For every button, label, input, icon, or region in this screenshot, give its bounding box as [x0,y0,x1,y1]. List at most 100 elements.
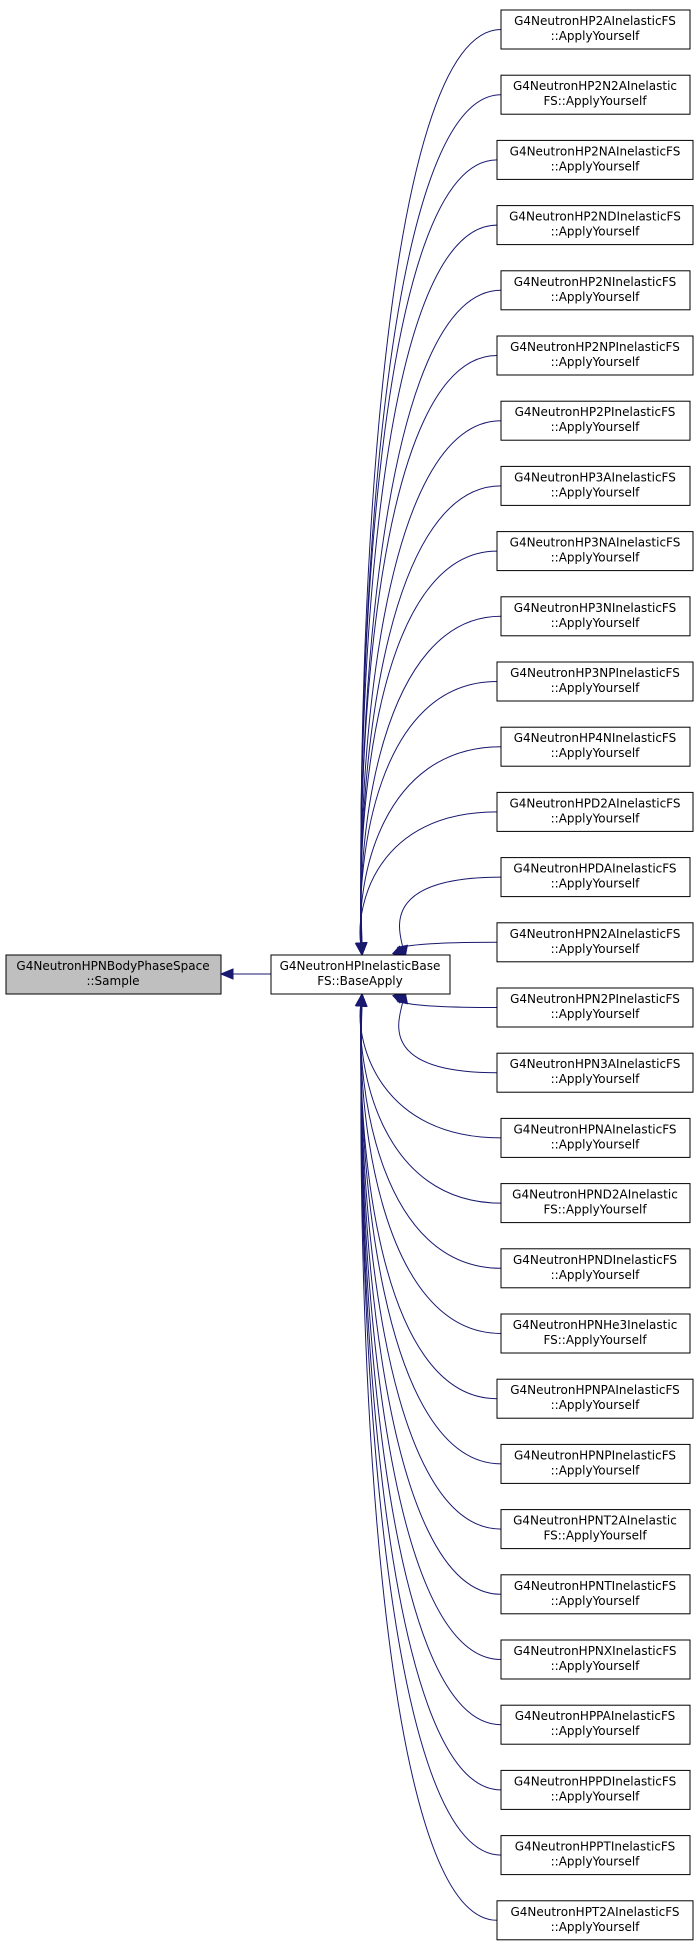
caller-node-g4neutronhpndinelasticfs[interactable]: G4NeutronHPNDInelasticFS::ApplyYourself [500,1248,691,1289]
caller-node-line1: G4NeutronHP2AInelasticFS [514,14,676,28]
node-root-line1: G4NeutronHPNBodyPhaseSpace [16,959,209,973]
node-root-line2: ::Sample [86,974,139,988]
caller-node-line1: G4NeutronHPNAInelasticFS [513,1122,676,1136]
caller-node-line1: G4NeutronHP3NInelasticFS [514,601,677,615]
caller-node-g4neutronhpntinelasticfs[interactable]: G4NeutronHPNTInelasticFS::ApplyYourself [500,1574,691,1615]
caller-node-line2: ::ApplyYourself [551,551,641,565]
edge-g4neutronhp4ninelasticfs [355,746,502,957]
edge-middle-to-root [219,968,271,980]
caller-node-line1: G4NeutronHPDAInelasticFS [513,862,676,876]
caller-nodes: G4NeutronHP2AInelasticFS::ApplyYourselfG… [496,9,694,1941]
caller-node-line2: ::ApplyYourself [551,1072,641,1086]
caller-node-g4neutronhpn2ainelasticfs[interactable]: G4NeutronHPN2AInelasticFS::ApplyYourself [496,922,694,963]
caller-node-g4neutronhpnt2ainelastic[interactable]: G4NeutronHPNT2AInelasticFS::ApplyYoursel… [500,1509,691,1550]
caller-node-g4neutronhp2ainelasticfs[interactable]: G4NeutronHP2AInelasticFS::ApplyYourself [500,9,691,50]
caller-node-line2: ::ApplyYourself [551,1920,641,1934]
edge-g4neutronhppdinelasticfs [355,992,502,1791]
caller-node-g4neutronhp2pinelasticfs[interactable]: G4NeutronHP2PInelasticFS::ApplyYourself [500,400,691,441]
caller-node-line1: G4NeutronHPT2AInelasticFS [510,1905,679,1919]
caller-node-line1: G4NeutronHPPTInelasticFS [515,1840,675,1854]
caller-node-line1: G4NeutronHP2NPInelasticFS [510,340,680,354]
caller-node-g4neutronhpnpainelasticfs[interactable]: G4NeutronHPNPAInelasticFS::ApplyYourself [496,1378,694,1419]
caller-node-line1: G4NeutronHP2NInelasticFS [514,275,677,289]
caller-node-line1: G4NeutronHPNPAInelasticFS [510,1383,680,1397]
caller-node-line2: ::ApplyYourself [551,1594,641,1608]
caller-node-g4neutronhpnainelasticfs[interactable]: G4NeutronHPNAInelasticFS::ApplyYourself [500,1117,691,1158]
caller-node-line2: ::ApplyYourself [551,1789,641,1803]
caller-node-line2: ::ApplyYourself [551,29,641,43]
caller-node-g4neutronhp2ndinelasticfs[interactable]: G4NeutronHP2NDInelasticFS::ApplyYourself [496,205,694,246]
caller-node-g4neutronhp2n2ainelastic[interactable]: G4NeutronHP2N2AInelasticFS::ApplyYoursel… [500,74,691,115]
caller-node-g4neutronhp2ninelasticfs[interactable]: G4NeutronHP2NInelasticFS::ApplyYourself [500,270,691,311]
caller-node-line2: FS::ApplyYourself [543,1529,647,1543]
caller-node-line1: G4NeutronHPNPInelasticFS [514,1448,676,1462]
caller-node-line1: G4NeutronHP2N2AInelastic [513,79,677,93]
caller-node-line1: G4NeutronHPN2AInelasticFS [510,927,681,941]
caller-node-g4neutronhp2nainelasticfs[interactable]: G4NeutronHP2NAInelasticFS::ApplyYourself [496,139,694,180]
caller-node-line1: G4NeutronHPND2AInelastic [512,1188,678,1202]
caller-node-line2: ::ApplyYourself [551,290,641,304]
edges-layer [354,29,502,1921]
caller-node-line2: ::ApplyYourself [551,1268,641,1282]
node-root[interactable]: G4NeutronHPNBodyPhaseSpace ::Sample [5,954,222,995]
caller-node-line1: G4NeutronHPN3AInelasticFS [510,1057,681,1071]
caller-node-g4neutronhp3nainelasticfs[interactable]: G4NeutronHP3NAInelasticFS::ApplyYourself [496,531,694,572]
caller-node-line2: ::ApplyYourself [551,1463,641,1477]
caller-node-g4neutronhpd2ainelasticfs[interactable]: G4NeutronHPD2AInelasticFS::ApplyYourself [496,791,694,832]
caller-node-line2: FS::ApplyYourself [543,94,647,108]
caller-node-line1: G4NeutronHPNT2AInelastic [513,1514,677,1528]
caller-node-g4neutronhp4ninelasticfs[interactable]: G4NeutronHP4NInelasticFS::ApplyYourself [500,726,691,767]
caller-node-line2: ::ApplyYourself [551,942,641,956]
caller-node-line1: G4NeutronHPN2PInelasticFS [510,992,680,1006]
edge-g4neutronhp2ainelasticfs [356,29,502,957]
caller-node-line1: G4NeutronHP4NInelasticFS [514,731,677,745]
caller-node-line2: ::ApplyYourself [551,811,641,825]
edge-g4neutronhpnpainelasticfs [355,992,498,1400]
caller-node-g4neutronhpnxinelasticfs[interactable]: G4NeutronHPNXInelasticFS::ApplyYourself [500,1639,691,1680]
caller-node-g4neutronhpnpinelasticfs[interactable]: G4NeutronHPNPInelasticFS::ApplyYourself [500,1443,691,1484]
edge-g4neutronhpnhe3inelastic [355,992,502,1334]
caller-node-g4neutronhp2npinelasticfs[interactable]: G4NeutronHP2NPInelasticFS::ApplyYourself [496,335,694,376]
caller-node-line1: G4NeutronHP2PInelasticFS [515,405,676,419]
caller-node-line2: ::ApplyYourself [551,1398,641,1412]
caller-node-g4neutronhpnhe3inelastic[interactable]: G4NeutronHPNHe3InelasticFS::ApplyYoursel… [500,1313,691,1354]
caller-node-line1: G4NeutronHPPDInelasticFS [514,1774,676,1788]
caller-node-g4neutronhp3npinelasticfs[interactable]: G4NeutronHP3NPInelasticFS::ApplyYourself [496,661,694,702]
edge-g4neutronhpnxinelasticfs [355,992,502,1660]
edge-g4neutronhpntinelasticfs [355,992,502,1595]
caller-node-line2: ::ApplyYourself [551,746,641,760]
caller-node-line1: G4NeutronHP3AInelasticFS [514,470,676,484]
caller-node-line2: ::ApplyYourself [551,485,641,499]
edge-g4neutronhpd2ainelasticfs [354,811,498,957]
caller-node-line2: ::ApplyYourself [551,1659,641,1673]
node-middle[interactable]: G4NeutronHPInelasticBase FS::BaseApply [270,954,451,995]
caller-node-g4neutronhpdainelasticfs[interactable]: G4NeutronHPDAInelasticFS::ApplyYourself [500,857,691,898]
caller-node-line1: G4NeutronHP3NPInelasticFS [510,666,680,680]
caller-node-line1: G4NeutronHPD2AInelasticFS [510,796,681,810]
edge-g4neutronhpn3ainelasticfs [396,989,498,1074]
caller-node-g4neutronhppainelasticfs[interactable]: G4NeutronHPPAInelasticFS::ApplyYourself [500,1704,691,1745]
edge-g4neutronhp3nainelasticfs [355,550,498,957]
edge-g4neutronhp2ninelasticfs [355,289,502,957]
caller-node-g4neutronhp3ninelasticfs[interactable]: G4NeutronHP3NInelasticFS::ApplyYourself [500,596,691,637]
node-middle-line2: FS::BaseApply [317,974,403,988]
caller-node-line1: G4NeutronHPPAInelasticFS [515,1709,676,1723]
caller-node-g4neutronhpt2ainelasticfs[interactable]: G4NeutronHPT2AInelasticFS::ApplyYourself [496,1900,694,1941]
caller-node-g4neutronhpn3ainelasticfs[interactable]: G4NeutronHPN3AInelasticFS::ApplyYourself [496,1052,694,1093]
edge-g4neutronhpnd2ainelastic [355,992,502,1204]
caller-node-g4neutronhp3ainelasticfs[interactable]: G4NeutronHP3AInelasticFS::ApplyYourself [500,465,691,506]
edge-g4neutronhppainelasticfs [355,992,502,1726]
caller-node-line2: ::ApplyYourself [551,681,641,695]
caller-node-line2: ::ApplyYourself [551,1855,641,1869]
caller-node-g4neutronhppdinelasticfs[interactable]: G4NeutronHPPDInelasticFS::ApplyYourself [500,1769,691,1810]
caller-node-line2: ::ApplyYourself [551,420,641,434]
caller-node-g4neutronhpnd2ainelastic[interactable]: G4NeutronHPND2AInelasticFS::ApplyYoursel… [500,1183,691,1224]
caller-node-line2: ::ApplyYourself [551,355,641,369]
caller-node-line2: ::ApplyYourself [551,225,641,239]
caller-node-g4neutronhpptinelasticfs[interactable]: G4NeutronHPPTInelasticFS::ApplyYourself [500,1835,691,1876]
caller-node-line1: G4NeutronHPNHe3Inelastic [513,1318,678,1332]
caller-node-g4neutronhpn2pinelasticfs[interactable]: G4NeutronHPN2PInelasticFS::ApplyYourself [496,987,694,1028]
caller-node-line2: ::ApplyYourself [551,877,641,891]
edge-g4neutronhpnpinelasticfs [355,992,502,1465]
